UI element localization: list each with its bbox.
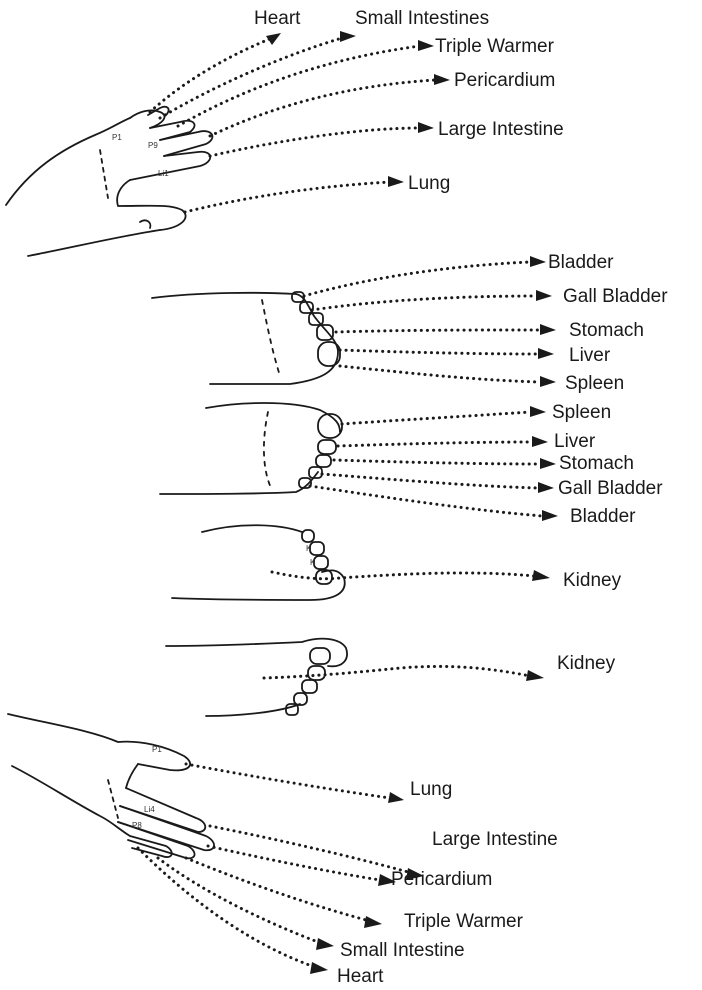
hand-bottom-labels: Lung Large Intestine Pericardium Triple … (337, 779, 558, 987)
label-liver: Liver (569, 345, 611, 366)
label-gall-bladder-2: Gall Bladder (558, 478, 663, 499)
label-triple-warmer-bottom: Triple Warmer (404, 911, 524, 932)
arrowhead-icon (340, 31, 356, 42)
sole-2-figure (166, 639, 347, 716)
label-stomach-2: Stomach (559, 453, 634, 474)
arrowhead-icon (266, 33, 281, 45)
label-small-intestines: Small Intestines (355, 8, 489, 29)
arrowhead-icon (310, 962, 328, 974)
svg-text:K: K (306, 544, 312, 553)
foot-2-labels: Spleen Liver Stomach Gall Bladder Bladde… (552, 402, 663, 527)
label-bladder-2: Bladder (570, 506, 636, 527)
label-large-intestine-bottom: Large Intestine (432, 829, 558, 850)
arrowhead-icon (540, 458, 556, 469)
label-triple-warmer: Triple Warmer (435, 36, 555, 57)
foot-1-arrows (304, 256, 556, 387)
arrowhead-icon (364, 916, 382, 928)
label-large-intestine: Large Intestine (438, 119, 564, 140)
svg-text:Li1: Li1 (158, 169, 169, 178)
arrowhead-icon (532, 436, 548, 447)
label-kidney-2: Kidney (557, 653, 616, 674)
arrowhead-icon (542, 510, 558, 521)
svg-text:P8: P8 (132, 821, 142, 830)
arrowhead-icon (388, 176, 404, 187)
arrowhead-icon (530, 256, 546, 267)
label-small-intestine-bottom: Small Intestine (340, 940, 465, 961)
label-lung: Lung (408, 173, 450, 194)
label-lung-bottom: Lung (410, 779, 452, 800)
svg-text:P9: P9 (148, 141, 158, 150)
arrowhead-icon (532, 570, 550, 581)
arrowhead-icon (538, 348, 554, 359)
hand-bottom-figure: P1 Li4 P8 (8, 714, 214, 858)
foot-2-arrows (310, 406, 558, 521)
label-spleen: Spleen (565, 373, 624, 394)
label-spleen-2: Spleen (552, 402, 611, 423)
foot-1-figure (152, 292, 340, 384)
foot-1-labels: Bladder Gall Bladder Stomach Liver Splee… (548, 252, 668, 394)
svg-text:P1: P1 (112, 133, 122, 142)
arrowhead-icon (388, 792, 404, 803)
svg-text:P1: P1 (152, 745, 162, 754)
label-gall-bladder: Gall Bladder (563, 286, 668, 307)
hand-top-figure: P1 P9 Li1 (6, 107, 212, 256)
arrowhead-icon (316, 938, 334, 950)
label-bladder: Bladder (548, 252, 614, 273)
label-liver-2: Liver (554, 431, 596, 452)
arrowhead-icon (540, 376, 556, 387)
arrowhead-icon (530, 406, 546, 417)
label-stomach: Stomach (569, 320, 644, 341)
sole-1-arrows (272, 570, 550, 581)
arrowhead-icon (536, 290, 552, 301)
arrowhead-icon (418, 40, 434, 51)
arrowhead-icon (434, 74, 450, 85)
arrowhead-icon (538, 482, 554, 493)
svg-text:K: K (310, 558, 316, 567)
label-pericardium-bottom: Pericardium (391, 869, 492, 890)
sole-1-figure: K K (172, 525, 345, 600)
label-heart-bottom: Heart (337, 966, 384, 987)
arrowhead-icon (526, 670, 544, 681)
arrowhead-icon (418, 122, 434, 133)
foot-2-figure (160, 403, 342, 494)
label-heart: Heart (254, 8, 301, 29)
label-kidney-1: Kidney (563, 570, 622, 591)
svg-text:Li4: Li4 (144, 805, 155, 814)
arrowhead-icon (540, 324, 556, 335)
label-pericardium: Pericardium (454, 70, 555, 91)
hand-top-arrows (150, 31, 450, 212)
sole-2-arrows (264, 666, 544, 681)
